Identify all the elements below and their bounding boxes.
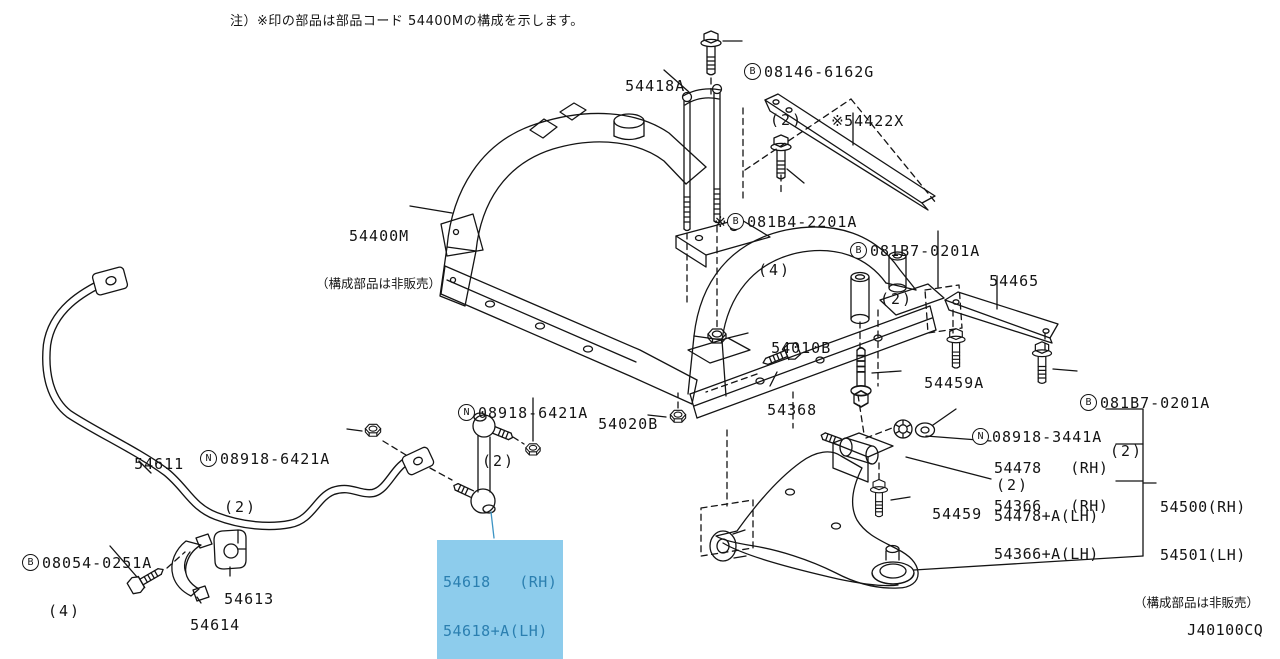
- stud-bolt-icon: [681, 91, 693, 232]
- bracket-54418a-drawing: [681, 83, 723, 232]
- flange-bolt-icon: [700, 30, 722, 76]
- part-label-54611: 54611: [115, 440, 184, 472]
- part-qty: (2): [1110, 442, 1144, 460]
- stabilizer-link-54618-drawing: [451, 412, 515, 514]
- part-qty: (2): [996, 476, 1030, 494]
- circled-b-icon: B: [727, 213, 745, 230]
- hex-nut-icon: [364, 423, 382, 437]
- part-number: 54418A: [625, 77, 686, 95]
- part-label-54010B: 54010B: [752, 324, 831, 356]
- flange-bolt-icon: [1031, 341, 1053, 385]
- part-label-54478: 54478 (RH) 54478+A(LH): [994, 428, 1108, 540]
- part-number-rh: 54366 (RH): [994, 497, 1109, 515]
- washer-icon: [914, 422, 936, 438]
- star-mark: ※: [831, 112, 845, 130]
- part-number: 54614: [190, 616, 241, 634]
- crossmember-54400m-drawing: [439, 102, 945, 419]
- circled-n-icon: N: [458, 404, 475, 421]
- part-note-jp: （構成部品は非販売）: [316, 276, 442, 291]
- part-label-54500-54501: 54500(RH) 54501(LH) （構成部品は非販売）: [1134, 467, 1259, 627]
- part-number: 081B7-0201A: [1100, 393, 1211, 412]
- part-number-rh: 54500(RH): [1160, 498, 1246, 516]
- part-number: 54613: [224, 590, 275, 608]
- part-number: 54010B: [771, 339, 832, 357]
- part-number: 08918-3441A: [992, 427, 1103, 446]
- part-number: 54459: [932, 505, 983, 523]
- part-number: 54422X: [844, 112, 905, 130]
- part-label-54613: 54613: [205, 575, 274, 607]
- hex-nut-icon: [669, 409, 687, 423]
- part-number: 54020B: [598, 415, 659, 433]
- part-label-54400M: 54400M （構成部品は非販売）: [316, 196, 441, 308]
- part-label-54465: 54465: [970, 257, 1039, 289]
- part-number: 081B4-2201A: [747, 212, 858, 231]
- part-label-54366: 54366 (RH) 54366+A(LH): [994, 466, 1108, 578]
- circled-b-icon: B: [22, 554, 39, 571]
- bar-54422x-drawing: [764, 93, 936, 211]
- part-number: 54465: [989, 272, 1040, 290]
- part-label-54418A: 54418A: [606, 62, 685, 94]
- part-label-54459A: 54459A: [905, 359, 984, 391]
- diagram-note: 注）※印の部品は部品コード 54400Mの構成を示します。: [230, 14, 584, 29]
- flange-bolt-icon: [869, 478, 889, 518]
- part-number-lh: 54501(LH): [1160, 546, 1246, 564]
- part-number: 08054-0251A: [42, 553, 153, 572]
- part-label-54618-highlighted[interactable]: 54618 (RH) 54618+A(LH): [437, 540, 564, 659]
- part-label-54368: 54368: [748, 386, 817, 418]
- part-number-lh: 54618+A(LH): [443, 622, 548, 640]
- part-qty: (4): [48, 602, 82, 620]
- flange-bolt-icon: [850, 347, 872, 408]
- leader-lines: [109, 40, 1157, 604]
- part-qty: (2): [224, 498, 258, 516]
- part-qty: (2): [482, 452, 516, 470]
- circled-n-icon: N: [200, 450, 217, 467]
- castle-nut-icon: [893, 419, 913, 439]
- diagram-line-art: [42, 30, 1157, 604]
- part-number: 08918-6421A: [220, 449, 331, 468]
- star-mark: ※: [714, 212, 728, 231]
- part-number: 54611: [134, 455, 185, 473]
- part-number-rh: 54618 (RH): [443, 573, 558, 591]
- circled-b-icon: B: [744, 63, 761, 80]
- part-label-54020B: 54020B: [579, 400, 658, 432]
- part-number: 54368: [767, 401, 818, 419]
- part-number: 08918-6421A: [478, 403, 589, 422]
- circled-b-icon: B: [850, 242, 867, 259]
- part-qty: (2): [770, 111, 804, 129]
- stabilizer-bar-54611-drawing: [42, 266, 435, 531]
- lower-control-arm-drawing: [709, 431, 919, 589]
- part-number: 08146-6162G: [764, 62, 875, 81]
- bracket-54614-drawing: [171, 533, 213, 602]
- part-number-lh: 54366+A(LH): [994, 545, 1099, 563]
- part-qty: (2): [880, 290, 914, 308]
- part-qty: (4): [758, 261, 792, 279]
- part-number-rh: 54478 (RH): [994, 459, 1109, 477]
- part-number: 081B7-0201A: [870, 241, 981, 260]
- circled-n-icon: N: [972, 428, 989, 445]
- diagram-code: J40100CQ: [1168, 606, 1263, 638]
- part-number: 54459A: [924, 374, 985, 392]
- arm-bracket-stud-icon: [819, 431, 842, 446]
- part-label-54422X: ※54422X: [812, 97, 904, 129]
- part-label-54459: 54459: [913, 490, 982, 522]
- part-note-jp: （構成部品は非販売）: [1134, 595, 1260, 610]
- part-label-54614: 54614: [171, 601, 240, 633]
- diagram-code-text: J40100CQ: [1187, 621, 1264, 639]
- circled-b-icon: B: [1080, 394, 1097, 411]
- part-number-lh: 54478+A(LH): [994, 507, 1099, 525]
- assembly-dashed-lines: [166, 77, 1046, 569]
- part-number: 54400M: [349, 227, 410, 245]
- bar-54465-drawing: [944, 291, 1059, 344]
- bushing-54613-drawing: [213, 529, 247, 570]
